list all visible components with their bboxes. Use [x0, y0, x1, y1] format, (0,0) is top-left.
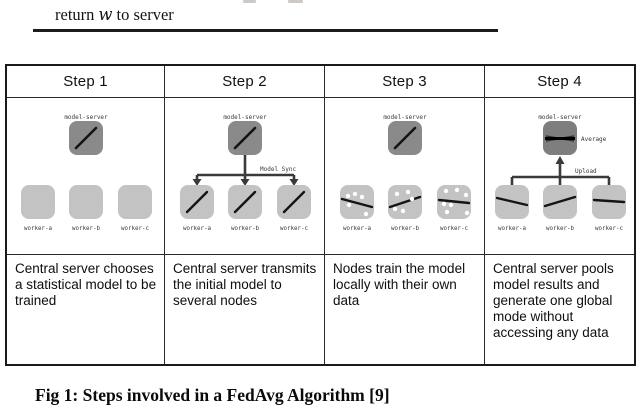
data-point [441, 201, 446, 207]
data-point [409, 196, 414, 202]
data-point [463, 192, 468, 198]
worker-c-label: worker-c [595, 226, 623, 232]
step4-header: Step 4 [485, 66, 634, 98]
data-point [346, 202, 351, 208]
worker-a-label: worker-a [498, 226, 526, 232]
step3-header: Step 3 [325, 66, 485, 98]
step1-illustration: model-server worker-a worker-b worker-c [7, 98, 165, 255]
weight-variable: w [98, 5, 113, 24]
worker-b-label: worker-b [231, 226, 259, 232]
step2-header: Step 2 [165, 66, 325, 98]
worker-c-label: worker-c [440, 226, 468, 232]
data-point [394, 191, 399, 197]
step2-description: Central server transmits the initial mod… [165, 255, 325, 364]
data-point [443, 188, 448, 194]
worker-b-label: worker-b [546, 226, 574, 232]
to-server-text: to server [116, 5, 174, 24]
model-line [388, 195, 421, 209]
arrow-down-icon [289, 179, 298, 186]
step4-illustration: model-server Average Upload worker-a wor… [485, 98, 634, 255]
data-point [359, 194, 364, 200]
upload-label: Upload [575, 168, 597, 175]
arrow-down-icon [192, 179, 201, 186]
server-label: model-server [64, 114, 108, 121]
worker-b-node [68, 185, 103, 219]
server-label: model-server [538, 114, 582, 121]
step1-header: Step 1 [7, 66, 165, 98]
model-line [233, 126, 256, 150]
step1-description: Central server chooses a statistical mod… [7, 255, 165, 364]
model-line [340, 197, 373, 209]
model-line [592, 198, 625, 204]
worker-a-label: worker-a [183, 226, 211, 232]
server-label: model-server [223, 114, 267, 121]
worker-a-label: worker-a [24, 226, 52, 232]
clipped-text-artifact [288, 0, 303, 3]
model-line [393, 126, 416, 150]
data-point [400, 208, 405, 214]
worker-b-label: worker-b [72, 226, 100, 232]
data-point [444, 209, 449, 215]
step3-illustration: model-server worker [325, 98, 485, 255]
data-point [454, 187, 459, 193]
step3-description: Nodes train the model locally with their… [325, 255, 485, 364]
worker-c-label: worker-c [280, 226, 308, 232]
model-line [185, 190, 208, 214]
average-label: Average [581, 136, 607, 143]
worker-c-label: worker-c [121, 226, 149, 232]
model-line [233, 190, 256, 214]
model-line [74, 126, 97, 150]
arrow-up-icon [555, 156, 564, 164]
figure-caption: Fig 1: Steps involved in a FedAvg Algori… [35, 385, 390, 405]
step2-illustration: model-server Model Sync worker-a worker-… [165, 98, 325, 255]
data-point [392, 206, 397, 212]
fedavg-steps-table: Step 1 Step 2 Step 3 Step 4 model-server… [5, 64, 636, 366]
step4-diagram: model-server Average Upload worker-a wor… [494, 114, 626, 232]
model-line [495, 196, 528, 207]
worker-c-node [117, 185, 152, 219]
step3-diagram: model-server worker [339, 114, 471, 232]
data-point [345, 193, 350, 199]
data-point [464, 210, 469, 216]
model-line [437, 198, 470, 205]
data-point [352, 191, 357, 197]
step4-description: Central server pools model results and g… [493, 261, 614, 340]
data-point [448, 202, 453, 208]
return-text: return [55, 5, 95, 24]
model-line [282, 190, 305, 214]
arrow-down-icon [240, 179, 249, 186]
model-line [543, 195, 576, 208]
clipped-text-artifact [243, 0, 256, 3]
horizontal-rule [33, 29, 498, 32]
data-point [405, 189, 410, 195]
step1-diagram: model-server worker-a worker-b worker-c [20, 114, 152, 232]
model-sync-label: Model Sync [260, 166, 297, 173]
worker-a-node [20, 185, 55, 219]
data-point [363, 211, 368, 217]
worker-b-label: worker-b [391, 226, 419, 232]
step2-diagram: model-server Model Sync worker-a worker-… [179, 114, 311, 232]
worker-a-label: worker-a [343, 226, 371, 232]
server-label: model-server [383, 114, 427, 121]
